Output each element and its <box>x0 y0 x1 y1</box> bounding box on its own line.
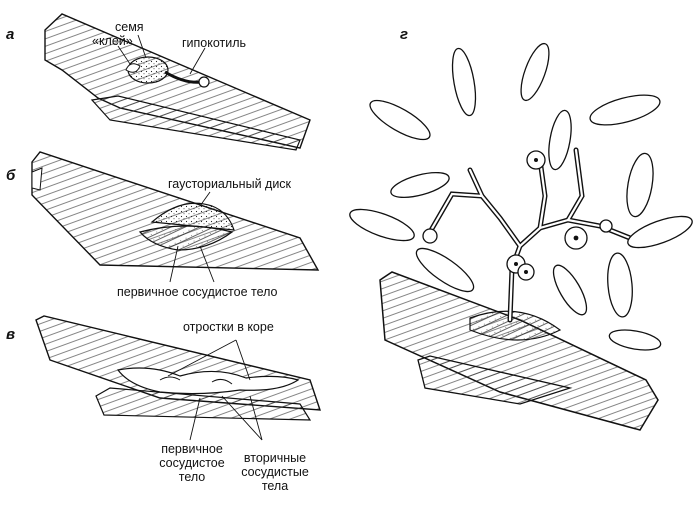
label-primary-vascular-body-v: первичное сосудистое тело <box>150 442 234 484</box>
panel-g-stems <box>427 147 633 323</box>
label-secondary-vascular-bodies: вторичные сосудистые тела <box>233 451 317 493</box>
label-secondary-line2: сосудистые <box>241 465 309 479</box>
panel-g-letter: г <box>400 26 409 43</box>
panel-v-cortex-processes <box>116 367 300 395</box>
panel-g-drawing <box>349 42 693 431</box>
panel-a-branch-lower <box>90 95 301 151</box>
label-secondary-line1: вторичные <box>243 451 307 465</box>
label-seed: семя <box>115 20 144 34</box>
panel-g-leaves <box>349 42 693 351</box>
panel-a-drawing <box>44 13 311 151</box>
panel-b-primary-body <box>138 225 234 251</box>
label-cortex-processes: отростки в коре <box>183 320 274 334</box>
label-primary-line2: сосудистое <box>159 456 225 470</box>
label-primary-line3: тело <box>178 470 206 484</box>
label-haustorial-disk: гаусториальный диск <box>168 177 292 191</box>
label-secondary-line3: тела <box>261 479 289 493</box>
label-primary-vascular-body-b: первичное сосудистое тело <box>117 285 278 299</box>
panel-b-drawing <box>31 151 320 283</box>
label-glue: «клей» <box>92 34 133 48</box>
panel-g-base <box>469 310 562 341</box>
panel-g-berries <box>422 150 613 281</box>
panel-a-glue <box>125 63 141 73</box>
panel-v-letter: в <box>6 326 16 343</box>
panel-b-letter: б <box>6 167 16 184</box>
label-hypocotyl: гипокотиль <box>182 36 247 50</box>
panel-a-hypocotyl-tip <box>198 76 210 88</box>
panel-g-host-branch-lower <box>417 355 573 405</box>
label-primary-line1: первичное <box>161 442 223 456</box>
panel-v-branch-lower <box>95 387 312 421</box>
panel-g-host-branch <box>379 271 659 431</box>
panel-a-letter: а <box>6 26 15 43</box>
panel-b-haustorial-disk <box>150 202 235 231</box>
panel-v-drawing <box>35 315 321 441</box>
